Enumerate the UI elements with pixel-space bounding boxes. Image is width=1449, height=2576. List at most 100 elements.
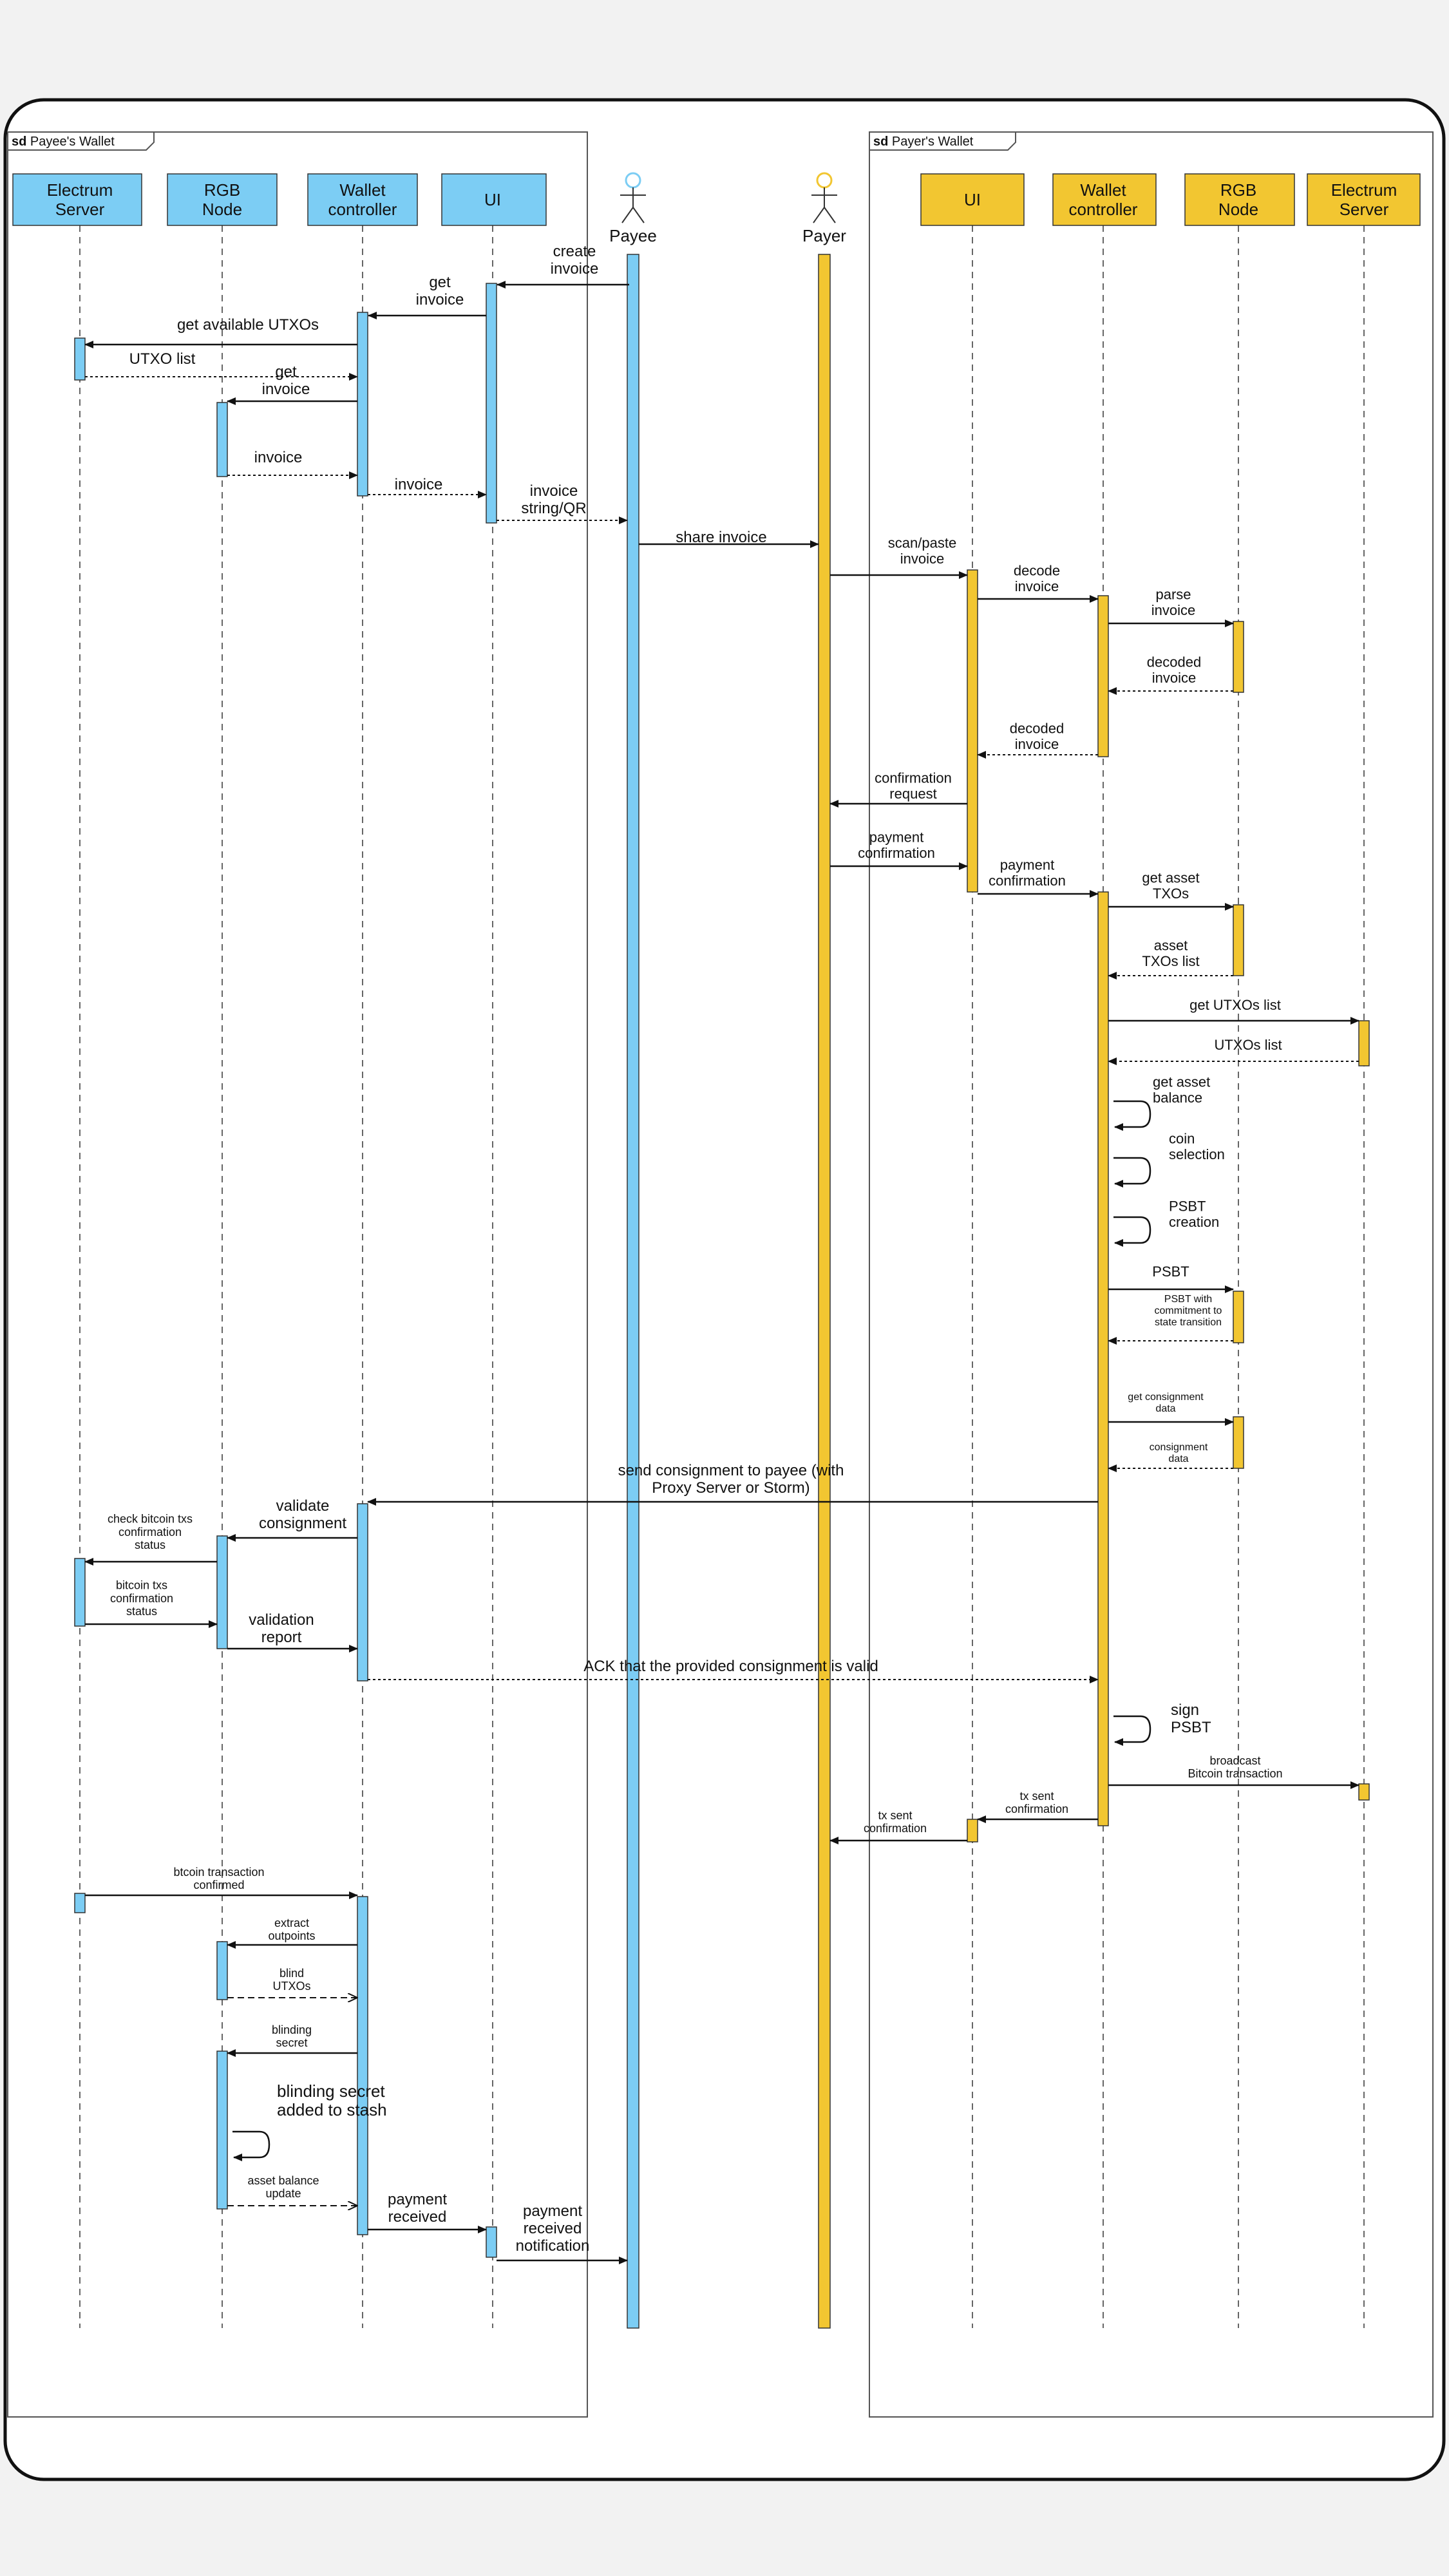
message-label: invoice [254, 449, 303, 466]
activation-er_rgb [1233, 1291, 1244, 1343]
message-m21: UTXOs list [1108, 1037, 1359, 1065]
lifeline-label: RGB [204, 180, 240, 200]
message-label: asset [1154, 937, 1188, 953]
message-m34: ACK that the provided consignment is val… [368, 1658, 1099, 1683]
message-label: get asset [1153, 1074, 1210, 1090]
message-label: PSBT [1152, 1264, 1189, 1280]
activation-er_wc [1097, 891, 1109, 1826]
message-label: balance [1153, 1090, 1202, 1106]
activation-ee_es [74, 1893, 86, 1913]
message-label: invoice [551, 260, 599, 278]
message-label: secret [276, 2036, 307, 2049]
activation-er_rgb [1233, 904, 1244, 976]
lifeline-label: Server [55, 200, 105, 219]
message-m4: UTXO list [85, 350, 358, 381]
message-label: TXOs list [1142, 953, 1199, 969]
frame-title: sd Payee's Wallet [12, 135, 115, 149]
message-label: validation [249, 1611, 314, 1629]
message-label: status [126, 1605, 157, 1618]
message-label: decode [1014, 562, 1060, 578]
message-label: outpoints [268, 1929, 315, 1942]
lifeline-label: Server [1340, 200, 1389, 219]
message-label: invoice [262, 381, 310, 398]
lifeline-label: controller [1069, 200, 1138, 219]
activation-ee_rgb [216, 1535, 228, 1649]
message-label: payment [1000, 857, 1054, 873]
actor-label: Payee [609, 226, 657, 245]
message-label: state transition [1155, 1317, 1222, 1328]
message-label: bitcoin txs [116, 1579, 167, 1592]
message-label: payment [869, 829, 923, 845]
lifeline-label: Wallet [1080, 180, 1126, 200]
message-label: received [388, 2208, 447, 2226]
message-label: confirmation [989, 873, 1066, 889]
message-label: confirmation [118, 1526, 182, 1539]
message-label: added to stash [277, 2100, 387, 2119]
message-label: data [1155, 1403, 1175, 1414]
activation-er_rgb [1233, 1416, 1244, 1469]
message-label: get asset [1142, 869, 1199, 886]
message-label: broadcast [1209, 1754, 1260, 1767]
message-label: extract [274, 1917, 309, 1929]
lifeline-head-ee_ui: UI [441, 173, 547, 226]
message-label: status [135, 1539, 166, 1551]
activation-ee_wc [357, 1896, 368, 2235]
message-label: decoded [1010, 720, 1064, 736]
message-label: invoice [1151, 602, 1195, 618]
message-m6: invoice [227, 449, 358, 479]
activation-ee_rgb [216, 2050, 228, 2210]
message-m9: share invoice [639, 529, 819, 548]
message-label: invoice [530, 482, 578, 500]
activation-ee_es [74, 337, 86, 381]
message-label: confirmation [864, 1822, 927, 1835]
message-label: invoice [1015, 578, 1059, 594]
message-label: scan/paste [888, 535, 956, 551]
message-m3: get available UTXOs [84, 316, 357, 348]
message-label: invoice [416, 291, 464, 308]
message-label: share invoice [676, 529, 766, 546]
activation-er_rgb [1233, 621, 1244, 693]
message-label: PSBT [1169, 1198, 1206, 1214]
message-label: confirmation [858, 845, 935, 861]
message-label: received [524, 2220, 582, 2237]
message-label: selection [1169, 1146, 1225, 1162]
message-label: PSBT with [1164, 1294, 1212, 1305]
message-label: check bitcoin txs [108, 1513, 193, 1526]
message-label: UTXOs list [1214, 1037, 1282, 1053]
lifeline-label: controller [328, 200, 397, 219]
message-label: PSBT [1171, 1719, 1211, 1736]
message-label: parse [1155, 586, 1191, 602]
